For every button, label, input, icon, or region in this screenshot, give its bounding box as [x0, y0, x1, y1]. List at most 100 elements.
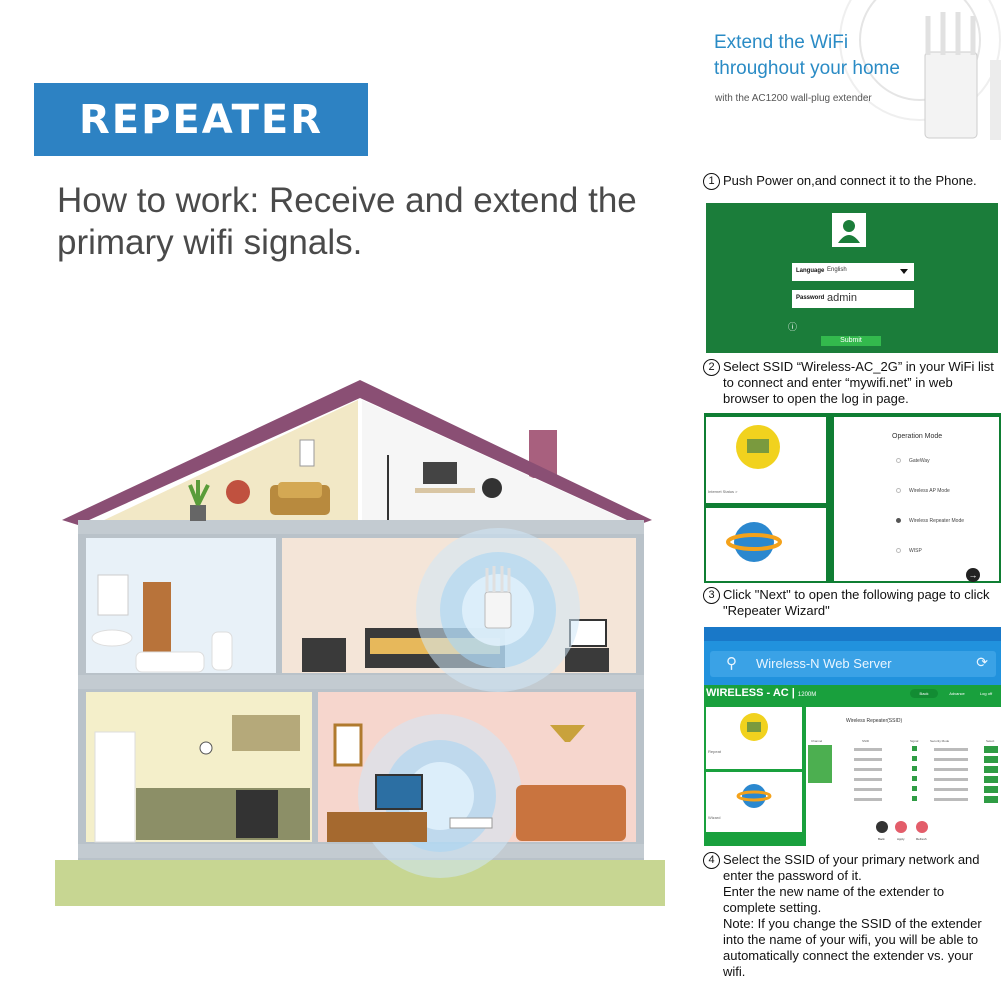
language-value: English — [827, 267, 847, 273]
radio-icon — [896, 458, 901, 464]
wizard-card-2: Wizard — [706, 772, 802, 832]
chandelier — [550, 725, 585, 742]
office-chair — [482, 478, 502, 498]
wizard-card-caption: Wizard — [708, 815, 721, 820]
ad-headline-2: throughout your home — [714, 58, 900, 79]
phone-status-bar — [704, 627, 1001, 641]
ad-headline-1: Extend the WiFi — [714, 32, 849, 53]
extender-device — [924, 51, 978, 139]
sofa-cushion — [278, 482, 322, 498]
picture-frame — [333, 723, 363, 767]
bathtub — [135, 651, 205, 673]
operation-mode-screenshot: Internet Status > Operation Mode GateWay… — [704, 413, 1001, 583]
back-round-icon — [876, 821, 888, 833]
nav-back[interactable]: Back — [910, 689, 938, 698]
url-text: Wireless-N Web Server — [756, 656, 892, 671]
house-illustration — [55, 380, 665, 906]
language-select[interactable]: Language English — [792, 263, 914, 281]
password-label: Password — [796, 295, 825, 301]
step-4-text: Select the SSID of your primary network … — [723, 852, 982, 979]
kitchen-counter — [136, 788, 310, 840]
step-1-number: 1 — [703, 173, 720, 190]
password-value: admin — [827, 292, 857, 304]
nightstand-left — [302, 638, 346, 672]
col-select: Select — [986, 739, 995, 743]
ground — [55, 860, 665, 906]
ssid-table-rows — [808, 745, 998, 833]
toilet — [211, 631, 233, 671]
col-signal: Signal — [910, 739, 919, 743]
step-1-text: Push Power on,and connect it to the Phon… — [723, 173, 977, 188]
chevron-down-icon — [900, 269, 908, 274]
refresh-round-icon — [916, 821, 928, 833]
tv-stand — [327, 812, 427, 842]
desk — [415, 488, 475, 493]
refresh-icon[interactable]: ⟳ — [976, 654, 988, 670]
mode-option-gateway[interactable]: GateWay — [896, 458, 930, 464]
mode-option-wisp[interactable]: WISP — [896, 548, 922, 554]
wall-tablet — [299, 439, 315, 467]
nav-advance[interactable]: Advance — [949, 691, 965, 696]
nightstand-right — [565, 648, 609, 672]
refresh-button[interactable]: Refresh — [916, 837, 927, 841]
step-4-number: 4 — [703, 852, 720, 869]
next-arrow-icon[interactable]: → — [966, 568, 980, 582]
mode-title: Operation Mode — [892, 433, 943, 440]
step-2-number: 2 — [703, 359, 720, 376]
product-ad: Extend the WiFi throughout your home wit… — [700, 0, 1001, 165]
ad-waves — [839, 0, 1001, 140]
mode-option-ap[interactable]: Wireless AP Mode — [896, 488, 950, 494]
radio-selected-icon — [896, 518, 901, 524]
shower-curtain — [143, 582, 171, 654]
step-3-number: 3 — [703, 587, 720, 604]
attic-right — [362, 400, 630, 524]
plant — [188, 480, 210, 506]
web-server-screenshot: ⚲ Wireless-N Web Server ⟳ WIRELESS - AC … — [704, 627, 1001, 846]
oven — [236, 790, 278, 838]
ad-subline: with the AC1200 wall-plug extender — [715, 93, 872, 104]
col-security: Security Mode — [930, 739, 950, 743]
banner-title: REPEATER — [78, 96, 324, 143]
ssid-table-title: Wireless Repeater(SSID) — [846, 718, 903, 724]
kitchen-cabinet-top — [232, 715, 300, 751]
password-field[interactable]: Password admin — [792, 290, 914, 308]
back-button[interactable]: Back — [878, 837, 885, 841]
search-icon: ⚲ — [726, 655, 737, 672]
living-sofa — [516, 785, 626, 841]
step-3-text: Click "Next" to open the following page … — [723, 587, 990, 618]
browser-bar: ⚲ Wireless-N Web Server ⟳ — [704, 641, 1001, 685]
col-channel: Channel — [811, 739, 823, 743]
intro-text: How to work: Receive and extend the prim… — [57, 181, 637, 262]
tv — [375, 774, 423, 810]
wizard-header: WIRELESS - AC | 1200M Back Advance Log o… — [704, 687, 1001, 703]
mode-option-repeater[interactable]: Wireless Repeater Mode — [896, 518, 964, 524]
mode-panel — [834, 417, 999, 581]
brand-name: WIRELESS - AC | 1200M — [706, 687, 817, 699]
status-card-caption: Internet Status > — [708, 489, 738, 494]
submit-button[interactable]: Submit — [821, 336, 881, 346]
login-screenshot: Language English Password admin ⓘ Submit — [706, 203, 998, 353]
apply-button[interactable]: Apply — [897, 837, 905, 841]
repeat-card: Repeat — [706, 707, 802, 769]
sink — [91, 629, 133, 647]
wall-clock — [199, 741, 213, 755]
chair-seat — [226, 480, 250, 504]
router-device — [449, 817, 493, 829]
repeat-card-caption: Repeat — [708, 749, 721, 754]
radio-icon — [896, 548, 901, 554]
apply-round-icon — [895, 821, 907, 833]
repeater-banner: REPEATER — [34, 83, 368, 156]
window-bath — [97, 574, 129, 616]
nav-logoff[interactable]: Log off — [979, 691, 993, 696]
user-icon — [832, 213, 866, 247]
wizard-card — [706, 508, 826, 581]
radio-icon — [896, 488, 901, 494]
url-field[interactable]: ⚲ Wireless-N Web Server ⟳ — [710, 651, 996, 677]
step-2-text: Select SSID “Wireless-AC_2G” in your WiF… — [723, 359, 994, 406]
language-label: Language — [796, 268, 825, 274]
attic-floor — [78, 520, 644, 534]
